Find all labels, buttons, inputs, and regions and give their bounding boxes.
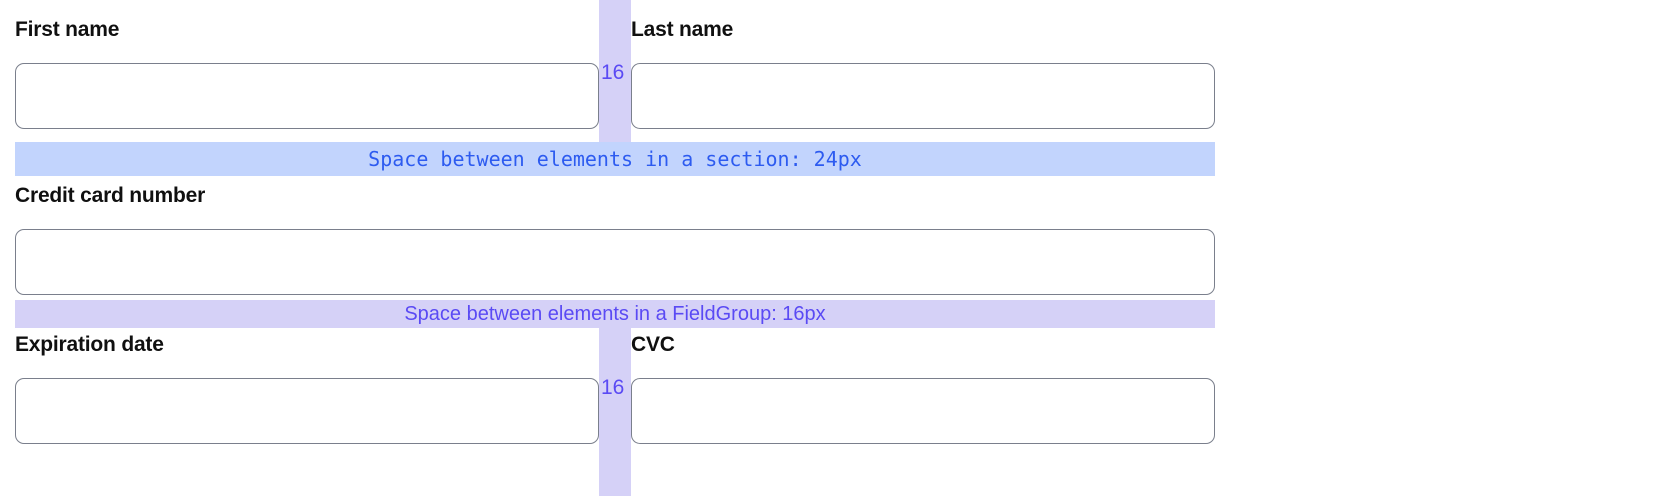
- input-expiration-date[interactable]: [15, 378, 599, 444]
- fieldgroup-spacing-band-label: Space between elements in a FieldGroup: …: [404, 303, 826, 325]
- field-cvc: CVC: [631, 333, 1215, 444]
- fieldgroup-spacing-band: Space between elements in a FieldGroup: …: [15, 300, 1215, 328]
- gap-marker-name-row: 16: [599, 0, 631, 142]
- input-last-name[interactable]: [631, 63, 1215, 129]
- field-expiration-date: Expiration date: [15, 333, 599, 444]
- section-spacing-band: Space between elements in a section: 24p…: [15, 142, 1215, 176]
- field-row-card: Credit card number: [15, 184, 1215, 295]
- label-last-name: Last name: [631, 18, 734, 41]
- label-expiration-date: Expiration date: [15, 333, 164, 356]
- field-last-name: Last name: [631, 18, 1215, 129]
- field-first-name: First name: [15, 18, 599, 129]
- label-cvc: CVC: [631, 333, 675, 356]
- label-credit-card-number: Credit card number: [15, 184, 206, 207]
- field-credit-card-number: Credit card number: [15, 184, 1215, 295]
- field-row-name: First name Last name: [15, 18, 1215, 129]
- input-cvc[interactable]: [631, 378, 1215, 444]
- field-row-expiry-cvc: Expiration date CVC: [15, 333, 1215, 444]
- section-spacing-band-label: Space between elements in a section: 24p…: [368, 147, 862, 171]
- gap-marker-name-row-value: 16: [601, 61, 625, 84]
- input-first-name[interactable]: [15, 63, 599, 129]
- input-credit-card-number[interactable]: [15, 229, 1215, 295]
- label-first-name: First name: [15, 18, 120, 41]
- gap-marker-expiry-row: 16: [599, 328, 631, 496]
- gap-marker-expiry-row-value: 16: [601, 376, 625, 399]
